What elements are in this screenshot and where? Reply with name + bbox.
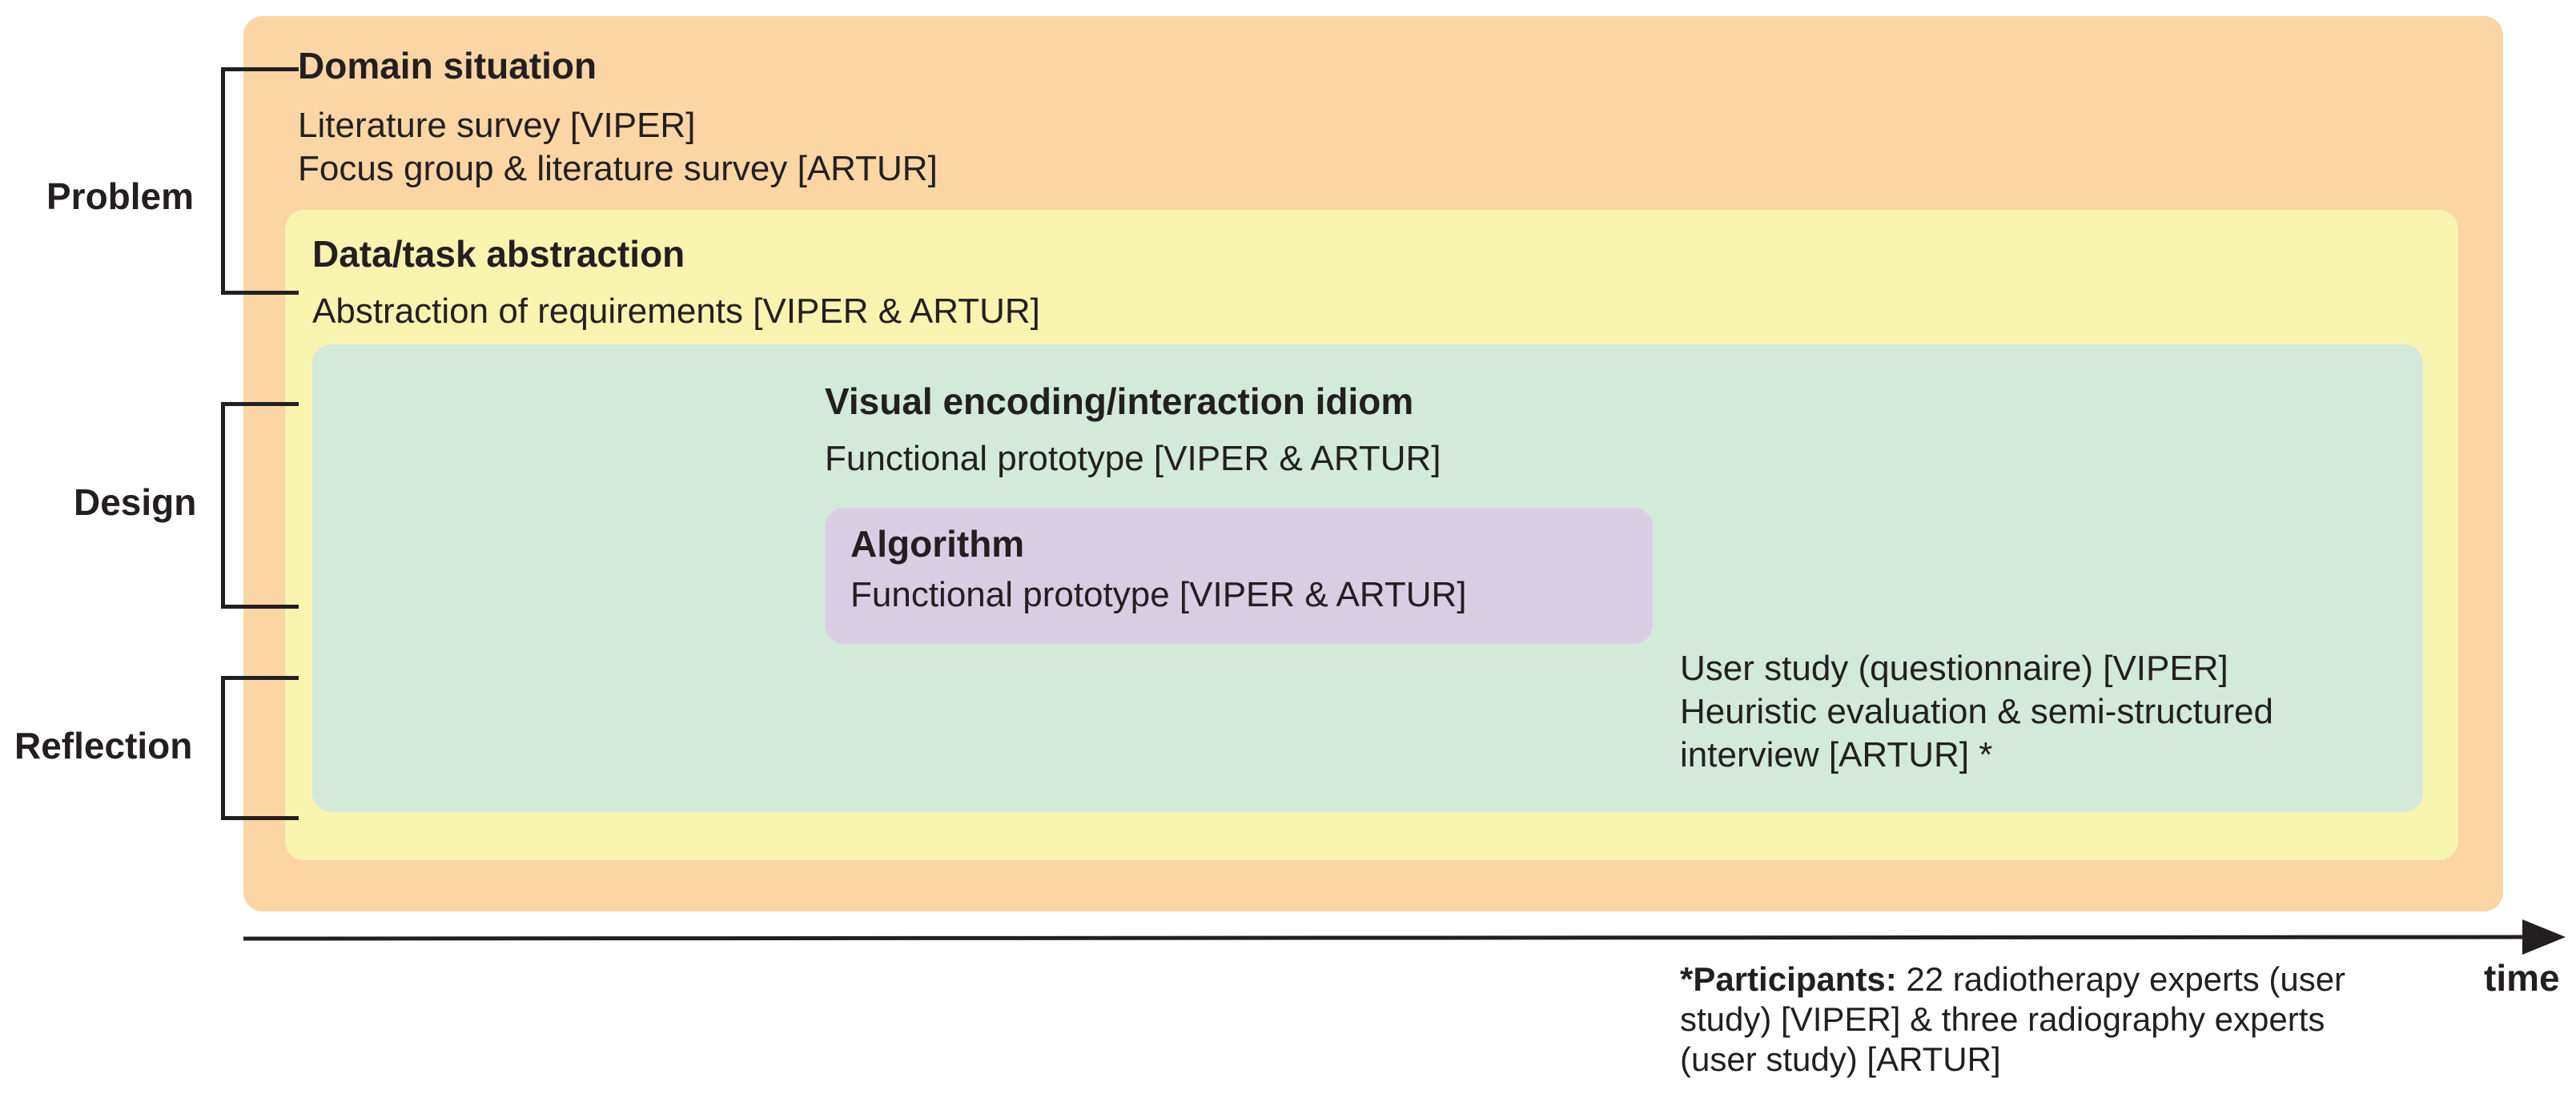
footnote-line-1-text: 22 radiotherapy experts (user <box>1896 960 2346 998</box>
footnote-participants-label: *Participants: <box>1680 960 1897 998</box>
visual-encoding-title: Visual encoding/interaction idiom <box>825 380 1414 422</box>
footnote-line-3: (user study) [ARTUR] <box>1680 1040 2001 1078</box>
domain-situation-line-2: Focus group & literature survey [ARTUR] <box>298 149 938 188</box>
evaluation-line-2: Heuristic evaluation & semi-structured <box>1680 692 2273 731</box>
visual-encoding-line-1: Functional prototype [VIPER & ARTUR] <box>825 439 1441 478</box>
algorithm-line-1: Functional prototype [VIPER & ARTUR] <box>850 575 1467 614</box>
design-label: Design <box>74 481 197 523</box>
domain-situation-title: Domain situation <box>298 45 597 86</box>
algorithm-title: Algorithm <box>850 523 1025 565</box>
data-task-line-1: Abstraction of requirements [VIPER & ART… <box>312 292 1040 331</box>
data-task-title: Data/task abstraction <box>312 233 685 275</box>
footnote-line-1: *Participants: 22 radiotherapy experts (… <box>1680 959 2345 999</box>
reflection-label: Reflection <box>14 725 193 766</box>
footnote-line-2: study) [VIPER] & three radiography exper… <box>1680 1000 2325 1038</box>
time-label: time <box>2484 957 2560 999</box>
evaluation-line-3: interview [ARTUR] * <box>1680 735 1993 774</box>
algorithm-box <box>825 508 1653 644</box>
evaluation-line-1: User study (questionnaire) [VIPER] <box>1680 649 2228 688</box>
reflection-bracket <box>221 676 299 820</box>
problem-label: Problem <box>46 175 195 217</box>
time-axis-arrowhead <box>2522 919 2566 955</box>
design-bracket <box>221 402 299 609</box>
domain-situation-line-1: Literature survey [VIPER] <box>298 106 696 145</box>
time-axis-line <box>243 935 2523 941</box>
problem-bracket <box>221 67 299 295</box>
